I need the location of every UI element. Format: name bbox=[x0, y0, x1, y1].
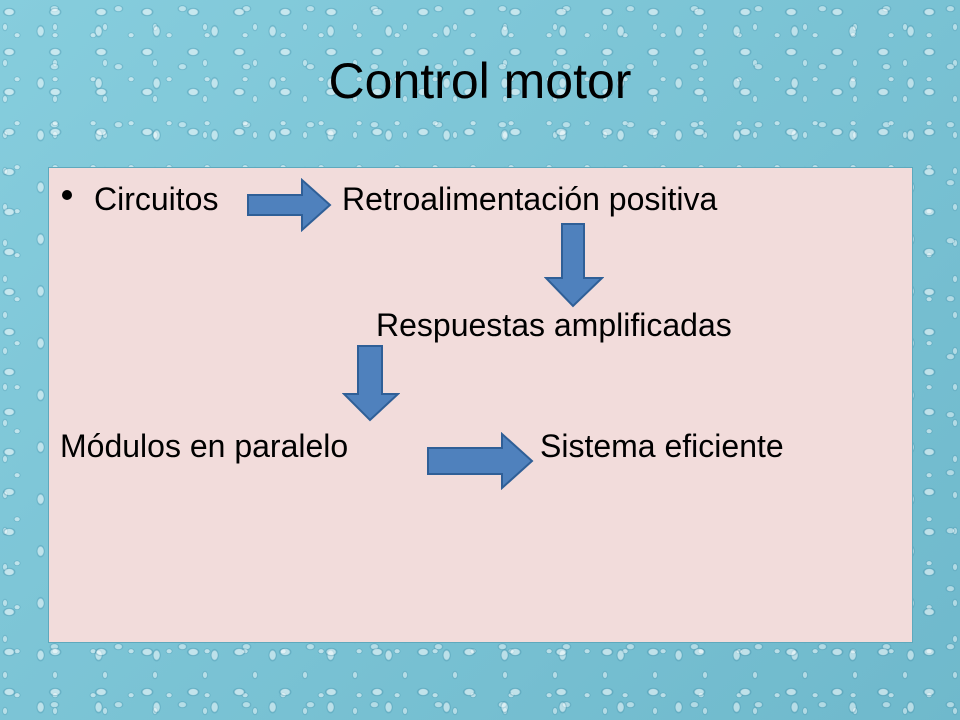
down-arrow-icon bbox=[342, 345, 400, 422]
retroalimentacion-label: Retroalimentación positiva bbox=[342, 181, 718, 217]
down-arrow-icon bbox=[544, 223, 604, 308]
content-panel bbox=[48, 167, 913, 643]
slide-title: Control motor bbox=[328, 53, 632, 109]
circuitos-label: Circuitos bbox=[94, 181, 219, 217]
respuestas-label: Respuestas amplificadas bbox=[376, 307, 732, 343]
right-arrow-icon bbox=[247, 178, 332, 232]
modulos-label: Módulos en paralelo bbox=[60, 428, 349, 464]
right-arrow-icon bbox=[427, 432, 534, 490]
bullet-icon bbox=[62, 190, 72, 200]
sistema-label: Sistema eficiente bbox=[540, 428, 784, 464]
